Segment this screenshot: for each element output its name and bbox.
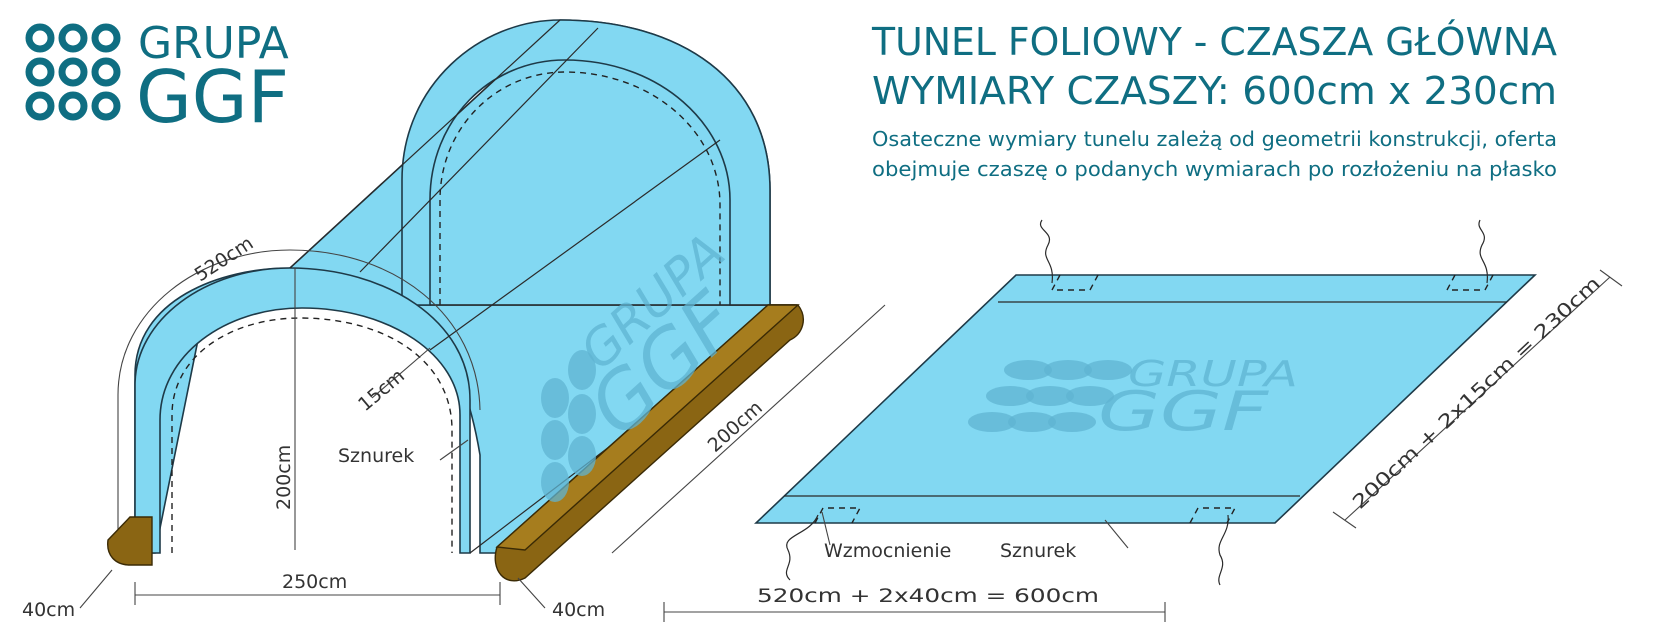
note-line2: obejmuje czaszę o podanych wymiarach po …: [872, 157, 1557, 181]
string-top-left-icon: [1039, 219, 1053, 284]
flat-length-dimension: 520cm + 2x40cm = 600cm: [757, 585, 1099, 607]
right-wood-beam: [494, 304, 804, 582]
brand-name-line1: GRUPA: [138, 18, 289, 69]
brand-name-line2: GGF: [136, 55, 289, 139]
width-label: 250cm: [282, 571, 347, 593]
page-title-line2: WYMIARY CZASZY: 600cm x 230cm: [872, 69, 1557, 113]
tunnel-3d-drawing: GRUPA GGF 520cm 15cm Sznurek 200cm 250cm…: [22, 19, 886, 621]
sleeve-width-label: 15cm: [354, 365, 409, 416]
reinforcement-label: Wzmocnienie: [824, 540, 951, 562]
string-top-right-icon: [1478, 219, 1488, 284]
flat-sheet-drawing: GRUPA GGF 200cm + 2x15cm = 230cm 520cm +…: [663, 219, 1623, 622]
logo-circles-icon: [25, 23, 121, 121]
tunnel-back-arch: [401, 19, 771, 306]
string-label-flat: Sznurek: [1000, 540, 1076, 562]
string-label-tunnel: Sznurek: [338, 445, 414, 467]
flat-watermark-line1: GRUPA: [1128, 354, 1298, 395]
note-line1: Osateczne wymiary tunelu zależą od geome…: [872, 127, 1557, 151]
page-title-line1: TUNEL FOLIOWY - CZASZA GŁÓWNA: [871, 20, 1557, 64]
right-flap-label: 40cm: [552, 599, 605, 621]
height-label: 200cm: [273, 445, 295, 510]
left-wood-beam: [107, 516, 153, 566]
flat-watermark-line2: GGF: [1098, 380, 1269, 443]
left-flap-label: 40cm: [22, 599, 75, 621]
tunnel-front-arch: [134, 267, 471, 554]
flat-foil-sheet: [754, 274, 1537, 524]
string-bottom-left-icon: [785, 514, 819, 581]
flat-watermark: GRUPA GGF: [968, 354, 1298, 443]
brand-logo: GRUPA GGF: [25, 18, 289, 139]
string-bottom-right-icon: [1218, 514, 1229, 586]
